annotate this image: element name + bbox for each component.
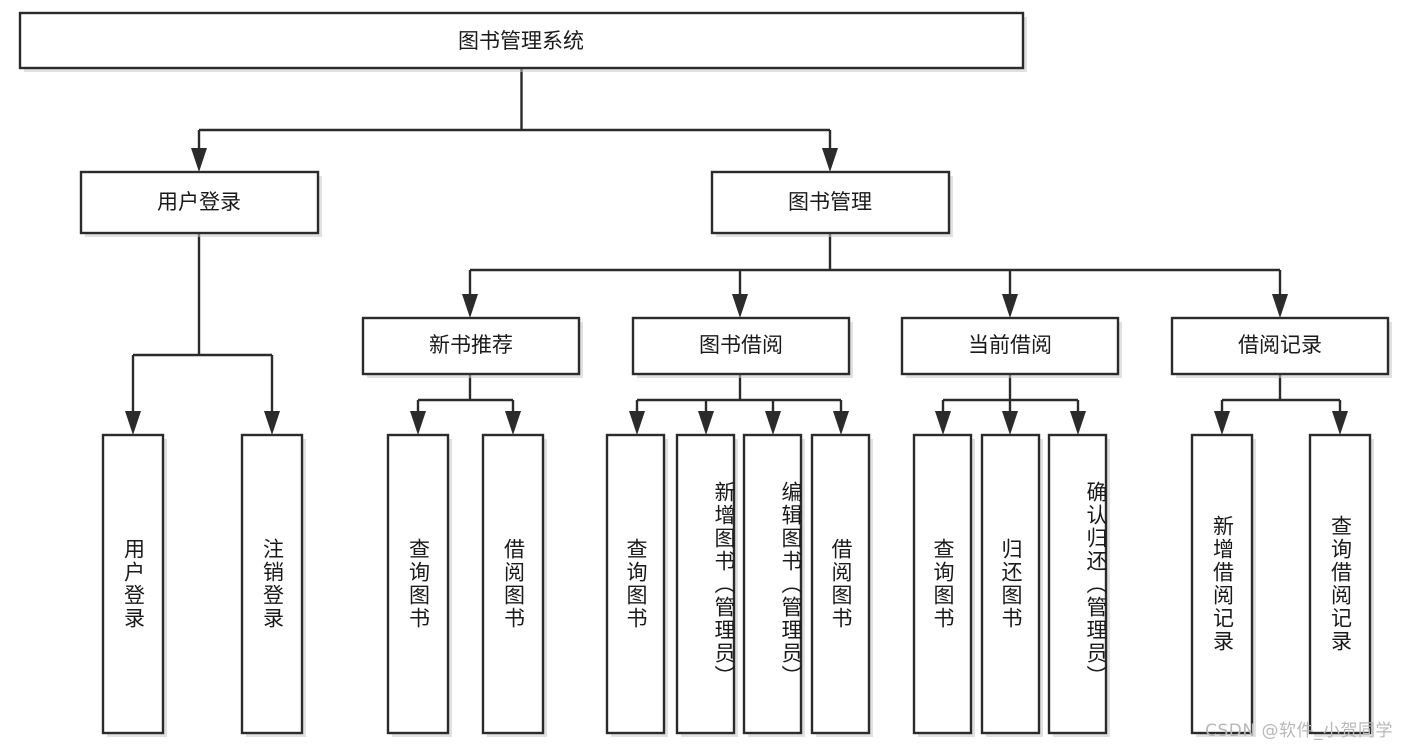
arrowhead-ul-leaf2 [264, 411, 280, 435]
borrow-record-box [1170, 316, 1390, 376]
arrowhead-tsjy-1 [629, 411, 645, 435]
arrowhead-jyjl-2 [1332, 411, 1348, 435]
arrowhead-l3-4 [1272, 294, 1288, 318]
leaf-box-dqjy-3[interactable] [1047, 433, 1108, 735]
leaf-box-dqjy-2[interactable] [980, 433, 1041, 735]
arrowhead-tsjy-3 [765, 411, 781, 435]
arrowhead-l3-3 [1002, 294, 1018, 318]
current-borrow-box [900, 316, 1120, 376]
book-borrow-label: 图书借阅 [699, 333, 783, 357]
book-borrow-box [631, 316, 851, 376]
user-login-box [79, 170, 320, 235]
root-box [18, 11, 1025, 70]
node-current-borrow[interactable]: 当前借阅 [900, 316, 1122, 378]
leaf-boxes-group [101, 433, 1374, 737]
user-login-label: 用户登录 [157, 190, 241, 214]
leaf-box-tsjy-3[interactable] [742, 433, 803, 735]
node-book-management[interactable]: 图书管理 [710, 170, 953, 237]
current-borrow-label: 当前借阅 [968, 333, 1052, 357]
arrowhead-nsr-2 [505, 411, 521, 435]
arrowhead-book-manage [822, 148, 838, 172]
csdn-watermark: CSDN @软件_小贺同学 [1205, 721, 1393, 741]
arrowhead-l3-2 [732, 294, 748, 318]
leaf-box-tsjy-2[interactable] [675, 433, 736, 735]
arrowhead-dqjy-1 [935, 411, 951, 435]
new-book-recommend-box [361, 316, 581, 376]
node-borrow-record[interactable]: 借阅记录 [1170, 316, 1392, 378]
node-root-book-management-system[interactable]: 图书管理系统 [18, 11, 1027, 72]
leaf-box-ul-1[interactable] [101, 433, 165, 735]
arrowhead-dqjy-3 [1070, 411, 1086, 435]
leaf-box-jyjl-1[interactable] [1190, 433, 1254, 735]
arrowhead-l3-1 [462, 294, 478, 318]
leaf-box-nsr-2[interactable] [481, 433, 545, 735]
new-book-recommend-label: 新书推荐 [429, 333, 513, 357]
root-label: 图书管理系统 [458, 29, 584, 53]
leaf-box-dqjy-1[interactable] [912, 433, 973, 735]
connectors-group [125, 68, 1348, 435]
borrow-record-label: 借阅记录 [1238, 333, 1322, 357]
arrowhead-tsjy-2 [698, 411, 714, 435]
arrowhead-user-login [191, 148, 207, 172]
leaf-box-jyjl-2[interactable] [1308, 433, 1372, 735]
node-user-login[interactable]: 用户登录 [79, 170, 322, 237]
arrowhead-tsjy-4 [833, 411, 849, 435]
arrowhead-ul-leaf1 [125, 411, 141, 435]
leaf-box-tsjy-1[interactable] [605, 433, 666, 735]
arrowhead-nsr-1 [410, 411, 426, 435]
arrowhead-jyjl-1 [1214, 411, 1230, 435]
book-management-box [710, 170, 951, 235]
leaf-box-ul-2[interactable] [240, 433, 304, 735]
node-new-book-recommend[interactable]: 新书推荐 [361, 316, 583, 378]
node-book-borrow[interactable]: 图书借阅 [631, 316, 853, 378]
book-management-label: 图书管理 [788, 190, 872, 214]
leaf-box-nsr-1[interactable] [386, 433, 450, 735]
arrowhead-dqjy-2 [1002, 411, 1018, 435]
leaf-box-tsjy-4[interactable] [810, 433, 871, 735]
